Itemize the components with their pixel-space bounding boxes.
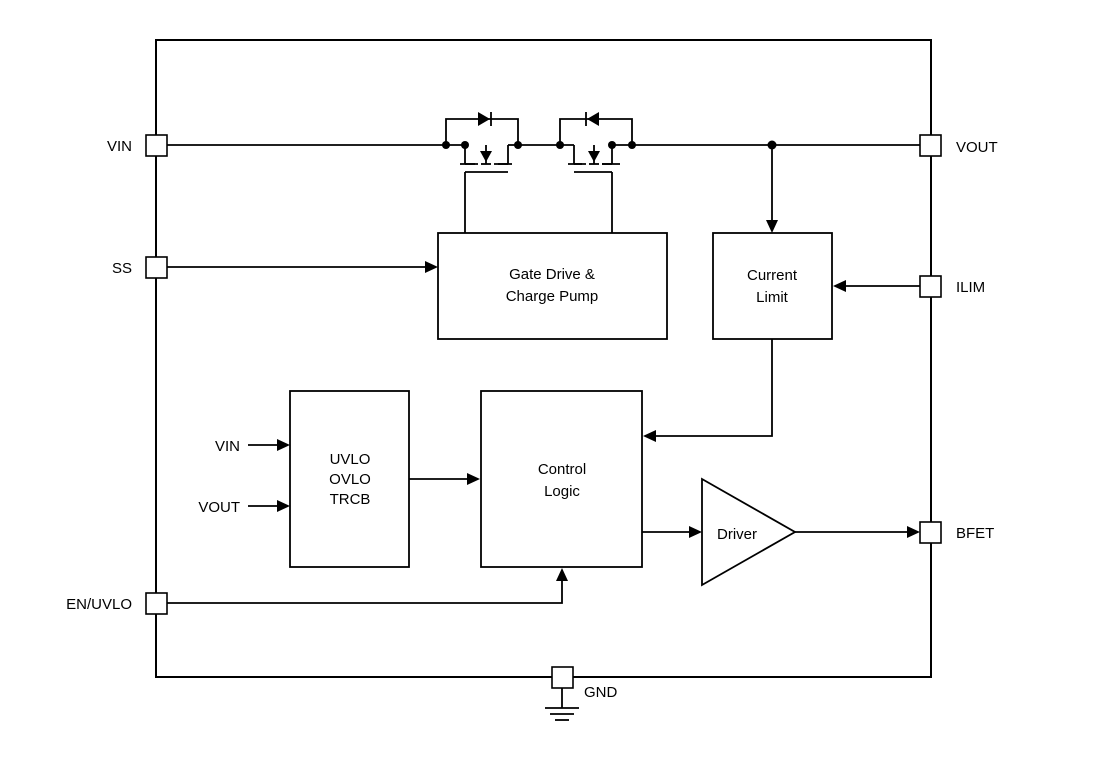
pin-en-uvlo (145, 592, 168, 615)
pin-ss-label: SS (112, 260, 132, 277)
trcb-label: TRCB (330, 491, 371, 508)
body-diode-2-icon (587, 112, 599, 126)
body-diode-1-icon (478, 112, 490, 126)
pin-en-uvlo-label: EN/UVLO (66, 596, 132, 613)
current-limit-label-2: Limit (756, 289, 789, 306)
uvlo-label: UVLO (330, 451, 371, 468)
pin-ilim (919, 275, 942, 298)
driver-label: Driver (717, 526, 757, 543)
gate-drive-label-1: Gate Drive & (509, 266, 595, 283)
gate-drive-block: Gate Drive & Charge Pump (437, 232, 668, 340)
control-logic-label-1: Control (538, 461, 586, 478)
uvlo-input-vin-label: VIN (215, 438, 240, 455)
pin-gnd-label: GND (584, 684, 618, 701)
ground-icon (545, 688, 579, 721)
pin-vin (145, 134, 168, 157)
mosfet-1 (442, 112, 522, 233)
pin-vout (919, 134, 942, 157)
driver-amplifier: Driver (701, 477, 797, 587)
current-limit-label-1: Current (747, 267, 798, 284)
ovlo-label: OVLO (329, 471, 371, 488)
control-logic-block: Control Logic (480, 390, 643, 568)
pin-bfet (919, 521, 942, 544)
pin-bfet-label: BFET (956, 525, 994, 542)
gate-drive-label-2: Charge Pump (506, 288, 599, 305)
uvlo-input-vout-label: VOUT (198, 499, 240, 516)
pin-gnd (551, 666, 574, 689)
uvlo-block: UVLO OVLO TRCB (289, 390, 410, 568)
pin-vin-label: VIN (107, 138, 132, 155)
control-logic-label-2: Logic (544, 483, 580, 500)
mosfet-2 (556, 112, 636, 233)
pin-vout-label: VOUT (956, 139, 998, 156)
ic-outline (155, 39, 932, 678)
current-limit-block: Current Limit (712, 232, 833, 340)
pin-ss (145, 256, 168, 279)
pin-ilim-label: ILIM (956, 279, 985, 296)
